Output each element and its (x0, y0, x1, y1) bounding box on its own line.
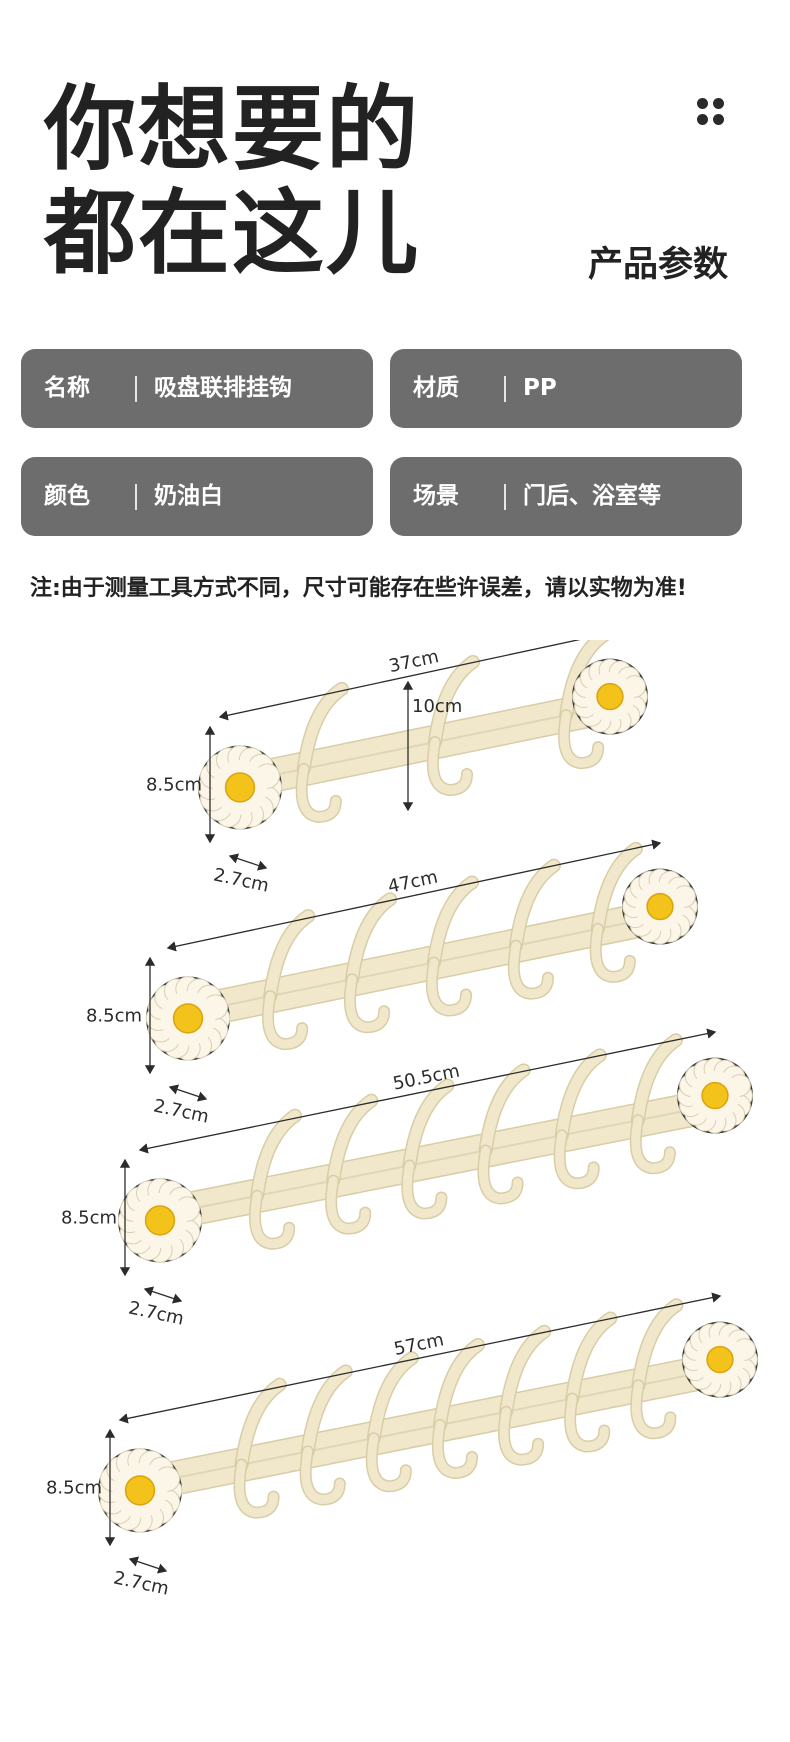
param-divider (504, 376, 506, 402)
flower-center (172, 1003, 204, 1034)
param-key: 颜色 (44, 483, 90, 509)
product-1: 37cm 8.5cm 2.7cm 10cm (146, 640, 648, 897)
section-subtitle: 产品参数 (587, 245, 728, 285)
length-dimension-line (118, 1292, 722, 1424)
flower-center (701, 1081, 729, 1110)
hook-tip (345, 974, 389, 1032)
height-label: 8.5cm (86, 1006, 142, 1027)
flower-center (596, 682, 624, 711)
depth-dimension-line (228, 853, 268, 871)
flower-center (144, 1205, 176, 1236)
height-label: 8.5cm (61, 1208, 117, 1229)
hook-tip (367, 1433, 411, 1491)
height-label: 8.5cm (146, 775, 202, 796)
depth-dimension-line (128, 1556, 168, 1574)
headline-line-2: 都在这儿 (44, 180, 421, 287)
flower-center (646, 892, 674, 921)
flower-center (706, 1345, 734, 1374)
depth-label: 2.7cm (127, 1298, 186, 1330)
param-value: 门后、浴室等 (523, 483, 661, 509)
hook-tip (297, 764, 341, 822)
hook-tip (555, 1130, 599, 1188)
height-label: 8.5cm (46, 1478, 102, 1499)
hook-height-label: 10cm (412, 696, 462, 717)
param-value: 奶油白 (154, 483, 223, 509)
length-dimension-line (138, 1028, 717, 1154)
param-value: 吸盘联排挂钩 (154, 375, 292, 401)
flower-center (224, 772, 256, 803)
param-card-name: 名称 吸盘联排挂钩 (21, 349, 373, 428)
hook-tip (499, 1407, 543, 1465)
headline: 你想要的 都在这儿 (44, 78, 420, 286)
param-value: PP (523, 375, 557, 401)
length-label: 57cm (392, 1329, 446, 1360)
measurement-note: 注:由于测量工具方式不同，尺寸可能存在些许误差，请以实物为准! (30, 576, 687, 601)
product-2: 47cm 8.5cm 2.7cm (86, 839, 698, 1128)
param-card-material: 材质 PP (390, 349, 742, 428)
param-key: 名称 (44, 375, 90, 401)
length-label: 37cm (387, 646, 441, 677)
length-label: 47cm (386, 867, 440, 898)
depth-label: 2.7cm (112, 1568, 171, 1600)
depth-label: 2.7cm (152, 1096, 211, 1128)
hook-tip (559, 710, 603, 768)
length-dimension-line (166, 839, 662, 952)
param-divider (504, 484, 506, 510)
hook-tip (433, 1420, 477, 1478)
param-card-color: 颜色 奶油白 (21, 457, 373, 536)
param-card-scene: 场景 门后、浴室等 (390, 457, 742, 536)
hook-tip (326, 1176, 370, 1234)
param-divider (135, 484, 137, 510)
hook-tip (402, 1161, 446, 1219)
depth-dimension-line (168, 1084, 208, 1102)
param-key: 场景 (413, 483, 459, 509)
hook-tip (250, 1191, 294, 1249)
hook-tip (301, 1446, 345, 1504)
headline-line-1: 你想要的 (44, 76, 421, 183)
param-key: 材质 (413, 375, 459, 401)
product-dimension-illustration: 37cm8.5cm2.7cm10cm47cm8.5cm2.7cm50.5cm8.… (46, 640, 758, 1600)
flower-center (124, 1475, 156, 1506)
product-4: 57cm 8.5cm 2.7cm (46, 1292, 758, 1600)
depth-label: 2.7cm (212, 865, 271, 897)
param-divider (135, 376, 137, 402)
hook-tip (427, 958, 471, 1016)
hook-tip (234, 1460, 279, 1518)
depth-dimension-line (143, 1286, 183, 1304)
hook-tip (509, 941, 553, 999)
length-dimension-line (218, 640, 612, 721)
dots-grid-icon (697, 98, 725, 126)
hook-tip (478, 1145, 523, 1203)
hook-tip (428, 737, 472, 795)
